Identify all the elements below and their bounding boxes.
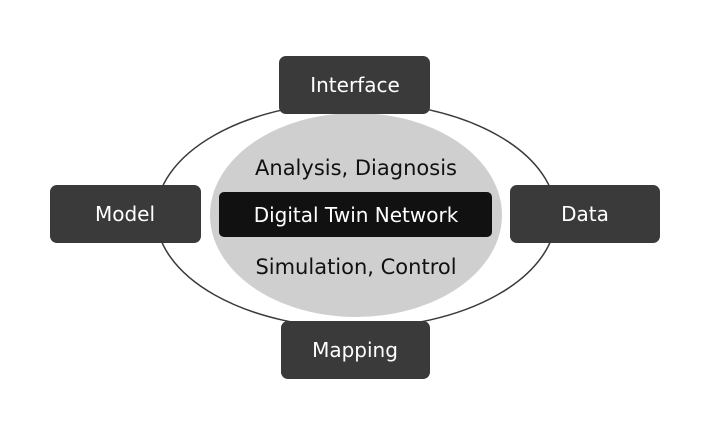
node-model-box [50,185,201,243]
node-data-box [510,185,660,243]
node-model: Model [50,185,201,243]
node-data-label: Data [561,202,609,226]
core-box: Digital Twin Network [219,192,492,237]
node-data: Data [510,185,660,243]
node-interface-label: Interface [310,73,400,97]
center-upper-text: Analysis, Diagnosis [255,156,457,180]
node-mapping-box [281,321,430,379]
core-box-label: Digital Twin Network [254,203,459,227]
node-interface: Interface [279,56,430,114]
node-mapping: Mapping [281,321,430,379]
node-interface-box [279,56,430,114]
node-mapping-label: Mapping [312,338,398,362]
center-lower-text: Simulation, Control [255,255,456,279]
node-model-label: Model [95,202,155,226]
core-box-shape [219,192,492,237]
